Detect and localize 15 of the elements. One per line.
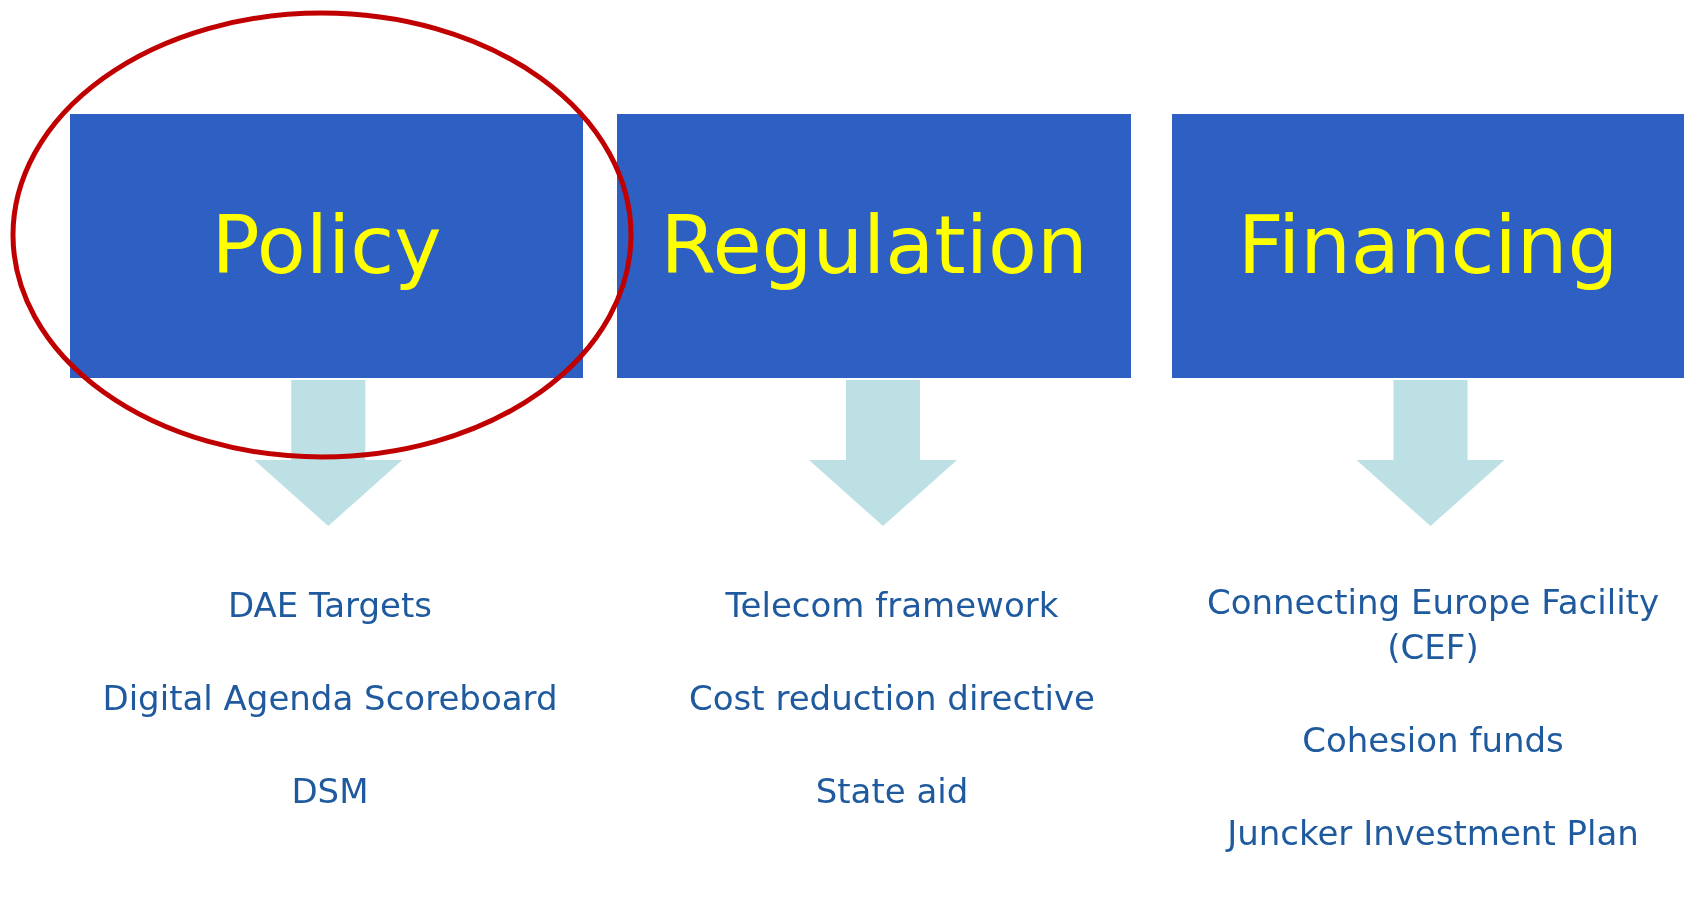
block-arrow [809, 380, 957, 526]
list-item: Juncker Investment Plan [1227, 812, 1639, 855]
list-item: Cost reduction directive [689, 677, 1095, 720]
category-box [1172, 114, 1684, 378]
list-item: Cohesion funds [1302, 719, 1564, 762]
block-arrow [1356, 380, 1505, 526]
category-box [617, 114, 1131, 378]
list-item: DSM [291, 770, 369, 813]
category-box [70, 114, 583, 378]
list-item: State aid [815, 770, 969, 813]
list-item: Connecting Europe Facility (CEF) [1205, 581, 1661, 669]
list-item: Digital Agenda Scoreboard [102, 677, 558, 720]
block-arrow [254, 380, 403, 526]
list-item: Telecom framework [725, 584, 1059, 627]
list-item: DAE Targets [227, 584, 432, 627]
